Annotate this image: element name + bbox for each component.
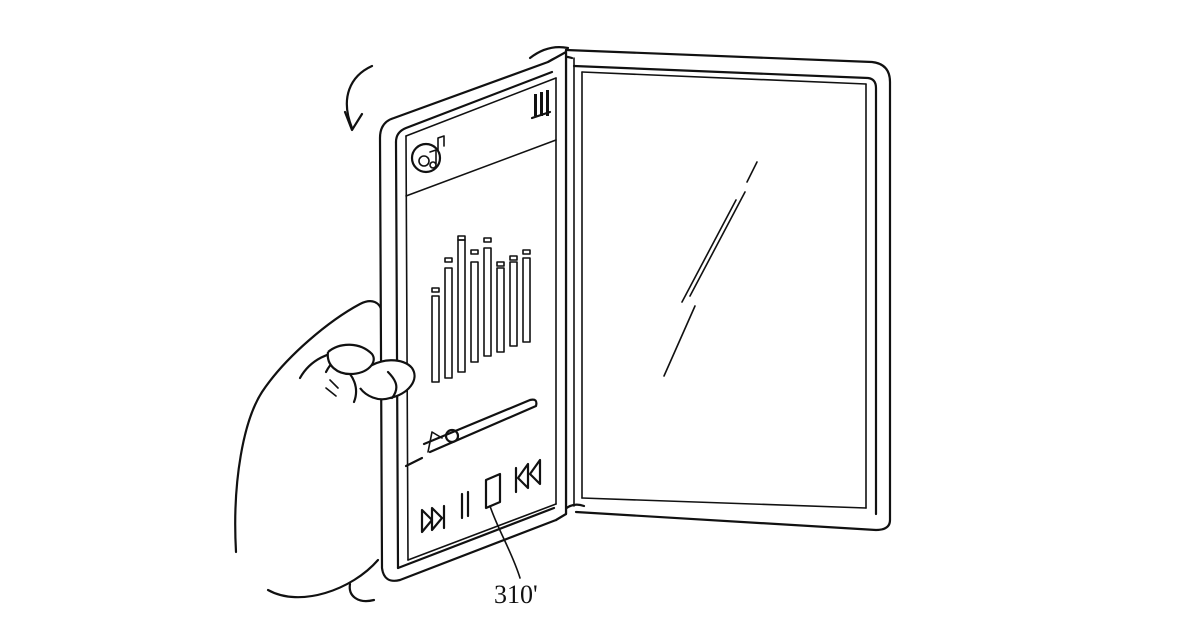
equalizer-bar (509, 261, 518, 347)
equalizer-peak (444, 257, 453, 263)
equalizer-peak (509, 255, 518, 261)
equalizer-visualizer (431, 235, 531, 383)
rotation-arrow (343, 64, 374, 132)
music-app-icon[interactable] (410, 135, 445, 174)
pause-icon[interactable] (460, 490, 470, 520)
equalizer-bar (431, 295, 440, 383)
equalizer-bar (470, 261, 479, 363)
playback-controls (420, 458, 542, 534)
player-header (405, 90, 557, 197)
equalizer-peak (522, 249, 531, 255)
right-display-panel (564, 48, 892, 532)
rewind-icon[interactable] (514, 458, 542, 494)
reference-leader (489, 505, 521, 579)
left-display-panel (378, 50, 568, 582)
equalizer-peak (496, 261, 505, 267)
seek-bar[interactable] (404, 398, 538, 468)
equalizer-bar (483, 247, 492, 357)
equalizer-peak (483, 237, 492, 243)
equalizer-bar (496, 267, 505, 353)
equalizer-peak (457, 235, 466, 241)
equalizer-bar (522, 257, 531, 343)
reference-label-310: 310' (494, 580, 538, 609)
equalizer-peak (470, 249, 479, 255)
battery-icon (530, 90, 552, 120)
equalizer-peak (431, 287, 440, 293)
fingers (325, 343, 416, 404)
stop-icon[interactable] (484, 472, 502, 510)
equalizer-bar (444, 267, 453, 379)
fast-forward-icon[interactable] (420, 504, 446, 534)
seek-knob[interactable] (427, 428, 460, 453)
